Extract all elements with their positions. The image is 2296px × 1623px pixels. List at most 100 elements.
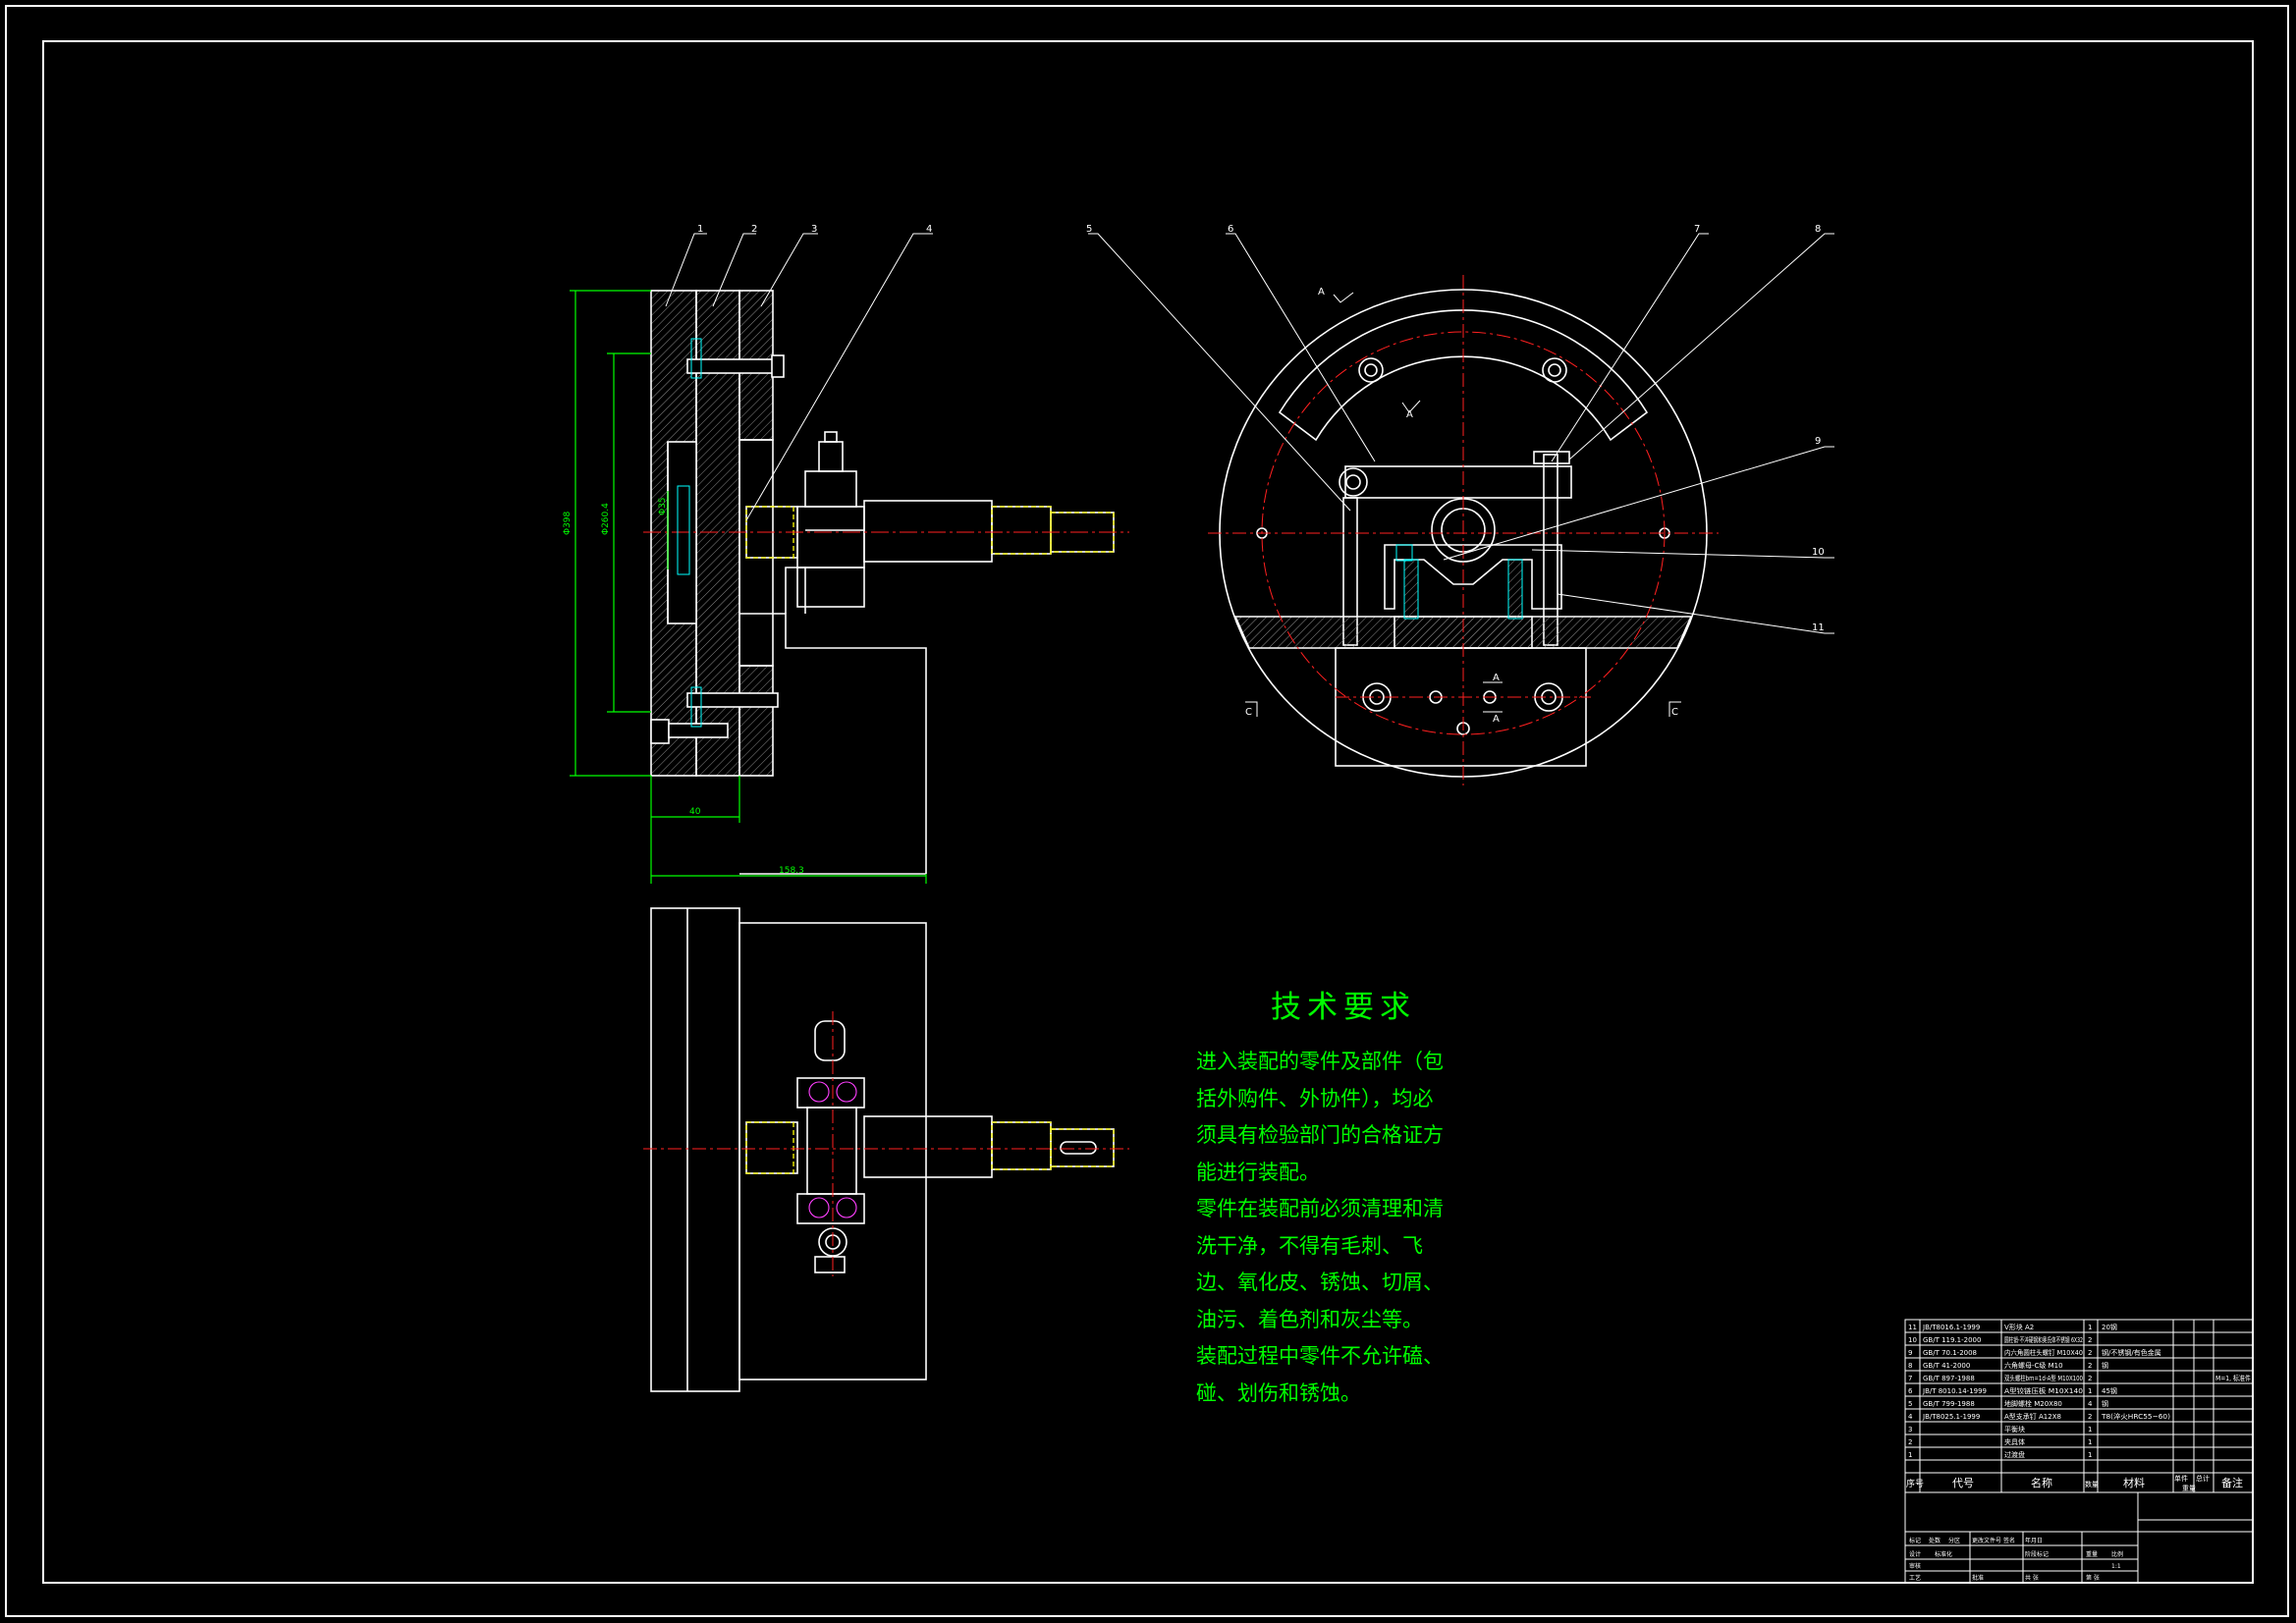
note-line-1: 进入装配的零件及部件（包括外购件、外协件），均必须具有检验部门的合格证方能进行装… [1196, 1050, 1444, 1184]
svg-text:标记: 标记 [1909, 1537, 1921, 1544]
svg-text:6: 6 [1908, 1387, 1913, 1395]
svg-text:审核: 审核 [1909, 1562, 1921, 1570]
svg-text:M=1, 标准件: M=1, 标准件 [2215, 1374, 2251, 1382]
svg-text:A型支承钉 A12X8: A型支承钉 A12X8 [2004, 1412, 2061, 1421]
svg-text:钢/不锈钢/有色金属: 钢/不锈钢/有色金属 [2102, 1348, 2161, 1357]
dim-height-total: Φ398 [563, 511, 573, 535]
svg-text:1: 1 [2088, 1426, 2092, 1434]
section-mark-a4: A [1493, 714, 1500, 725]
top-view [650, 907, 1115, 1392]
svg-text:阶段标记: 阶段标记 [2025, 1550, 2049, 1558]
note-line-3: 装配过程中零件不允许磕、碰、划伤和锈蚀。 [1196, 1344, 1444, 1405]
svg-text:7: 7 [1908, 1375, 1912, 1382]
svg-text:更改文件号: 更改文件号 [1972, 1537, 2001, 1544]
parts-row: 3 平衡块 1 [1908, 1425, 2092, 1434]
svg-text:六角螺母-C级 M10: 六角螺母-C级 M10 [2004, 1361, 2063, 1370]
svg-text:双头螺柱bm=1d-A型 M10X100: 双头螺柱bm=1d-A型 M10X100 [2004, 1374, 2083, 1382]
note-line-2: 零件在装配前必须清理和清洗干净，不得有毛刺、飞边、氧化皮、锈蚀、切屑、油污、着色… [1196, 1197, 1444, 1331]
section-mark-a2: A [1406, 409, 1413, 420]
balloon-11: 11 [1812, 622, 1825, 633]
parts-row: 7 GB/T 897-1988 双头螺柱bm=1d-A型 M10X100 2 M… [1908, 1374, 2251, 1382]
svg-text:钢: 钢 [2102, 1399, 2108, 1408]
svg-text:11: 11 [1908, 1324, 1917, 1331]
parts-row: 10 GB/T 119.1-2000 圆柱销-不淬硬钢和奥氏体不锈钢 6X32 … [1908, 1335, 2092, 1344]
svg-text:3: 3 [1908, 1426, 1912, 1434]
svg-text:工艺: 工艺 [1909, 1574, 1921, 1582]
svg-text:重量: 重量 [2086, 1550, 2098, 1558]
dim-bore: Φ35 [658, 497, 668, 515]
parts-row: 6 JB/T 8010.14-1999 A型铰链压板 M10X140 1 45钢 [1908, 1386, 2117, 1395]
svg-text:标准化: 标准化 [1935, 1550, 1952, 1558]
svg-text:年月日: 年月日 [2025, 1537, 2043, 1544]
svg-text:8: 8 [1908, 1362, 1912, 1370]
parts-row: 5 GB/T 799-1988 地脚螺栓 M20X80 4 钢 [1908, 1399, 2108, 1408]
svg-text:2: 2 [2088, 1336, 2092, 1344]
svg-text:备注: 备注 [2221, 1476, 2243, 1489]
parts-row: 8 GB/T 41-2000 六角螺母-C级 M10 2 钢 [1908, 1361, 2108, 1370]
title-block: 标记 处数 分区 更改文件号 签名 年月日 设计 标准化 阶段标记 重量 比例 … [1909, 1537, 2123, 1582]
balloon-5: 5 [1086, 224, 1092, 235]
svg-text:1: 1 [2088, 1324, 2092, 1331]
svg-text:比例: 比例 [2111, 1550, 2123, 1558]
balloon-2: 2 [751, 224, 757, 235]
balloon-1: 1 [697, 224, 703, 235]
svg-text:T8(淬火HRC55~60): T8(淬火HRC55~60) [2101, 1412, 2170, 1421]
svg-text:1:1: 1:1 [2111, 1563, 2121, 1570]
svg-text:A型铰链压板 M10X140: A型铰链压板 M10X140 [2004, 1386, 2083, 1395]
svg-text:夹具体: 夹具体 [2004, 1437, 2025, 1446]
svg-text:第 张: 第 张 [2086, 1574, 2100, 1582]
svg-text:内六角圆柱头螺钉 M10X40: 内六角圆柱头螺钉 M10X40 [2004, 1348, 2083, 1357]
svg-text:平衡块: 平衡块 [2004, 1425, 2025, 1434]
parts-list-header: 序号 代号 名称 数量 材料 单件 总计 重量 备注 [1906, 1474, 2243, 1492]
balloon-7: 7 [1694, 224, 1700, 235]
svg-text:圆柱销-不淬硬钢和奥氏体不锈钢 6X32: 圆柱销-不淬硬钢和奥氏体不锈钢 6X32 [2004, 1335, 2083, 1344]
balloon-9: 9 [1815, 436, 1821, 447]
balloon-3: 3 [811, 224, 817, 235]
outer-border [5, 5, 2289, 1617]
svg-text:1: 1 [2088, 1387, 2092, 1395]
svg-text:材料: 材料 [2123, 1476, 2145, 1489]
balloon-10: 10 [1812, 547, 1825, 558]
parts-list: 11 JB/T8016.1-1999 V形块 A2 1 20钢 10 GB/T … [1908, 1323, 2251, 1459]
svg-text:JB/T 8010.14-1999: JB/T 8010.14-1999 [1922, 1387, 1987, 1395]
svg-text:总计: 总计 [2196, 1474, 2210, 1483]
parts-row: 9 GB/T 70.1-2008 内六角圆柱头螺钉 M10X40 2 钢/不锈钢… [1908, 1348, 2161, 1357]
svg-text:序号: 序号 [1906, 1478, 1924, 1489]
svg-text:GB/T 41-2000: GB/T 41-2000 [1923, 1362, 1970, 1370]
dim-width-small: 40 [689, 807, 701, 817]
svg-text:批准: 批准 [1972, 1574, 1984, 1582]
svg-text:4: 4 [1908, 1413, 1913, 1421]
svg-text:分区: 分区 [1948, 1537, 1960, 1544]
svg-text:2: 2 [2088, 1375, 2092, 1382]
svg-text:共 张: 共 张 [2025, 1574, 2039, 1582]
svg-text:签名: 签名 [2003, 1537, 2015, 1544]
svg-text:数量: 数量 [2085, 1480, 2099, 1488]
svg-text:设计: 设计 [1909, 1550, 1921, 1558]
svg-text:JB/T8016.1-1999: JB/T8016.1-1999 [1922, 1324, 1980, 1331]
svg-text:2: 2 [2088, 1349, 2092, 1357]
svg-text:1: 1 [1908, 1451, 1912, 1459]
svg-text:钢: 钢 [2102, 1361, 2108, 1370]
parts-row: 4 JB/T8025.1-1999 A型支承钉 A12X8 2 T8(淬火HRC… [1908, 1412, 2170, 1421]
notes-title: 技术要求 [1271, 990, 1416, 1025]
section-mark-c2: C [1671, 707, 1678, 718]
svg-text:9: 9 [1908, 1349, 1912, 1357]
svg-text:2: 2 [2088, 1413, 2092, 1421]
svg-text:4: 4 [2088, 1400, 2093, 1408]
technical-requirements: 技术要求 进入装配的零件及部件（包括外购件、外协件），均必须具有检验部门的合格证… [1196, 982, 1451, 1412]
svg-text:重量: 重量 [2182, 1485, 2196, 1492]
dim-height-inner: Φ260.4 [601, 503, 611, 535]
svg-text:20钢: 20钢 [2102, 1323, 2117, 1331]
front-view [650, 290, 1115, 875]
svg-text:JB/T8025.1-1999: JB/T8025.1-1999 [1922, 1413, 1980, 1421]
svg-text:GB/T 799-1988: GB/T 799-1988 [1923, 1400, 1975, 1408]
svg-text:2: 2 [1908, 1438, 1912, 1446]
title-block-frame [1904, 1319, 2254, 1584]
svg-text:5: 5 [1908, 1400, 1912, 1408]
svg-text:GB/T 897-1988: GB/T 897-1988 [1923, 1375, 1975, 1382]
front-dimensions [570, 290, 927, 884]
section-mark-a3: A [1493, 673, 1500, 683]
parts-row: 1 过渡盘 1 [1908, 1450, 2092, 1459]
dim-width-total: 158.3 [779, 866, 804, 876]
